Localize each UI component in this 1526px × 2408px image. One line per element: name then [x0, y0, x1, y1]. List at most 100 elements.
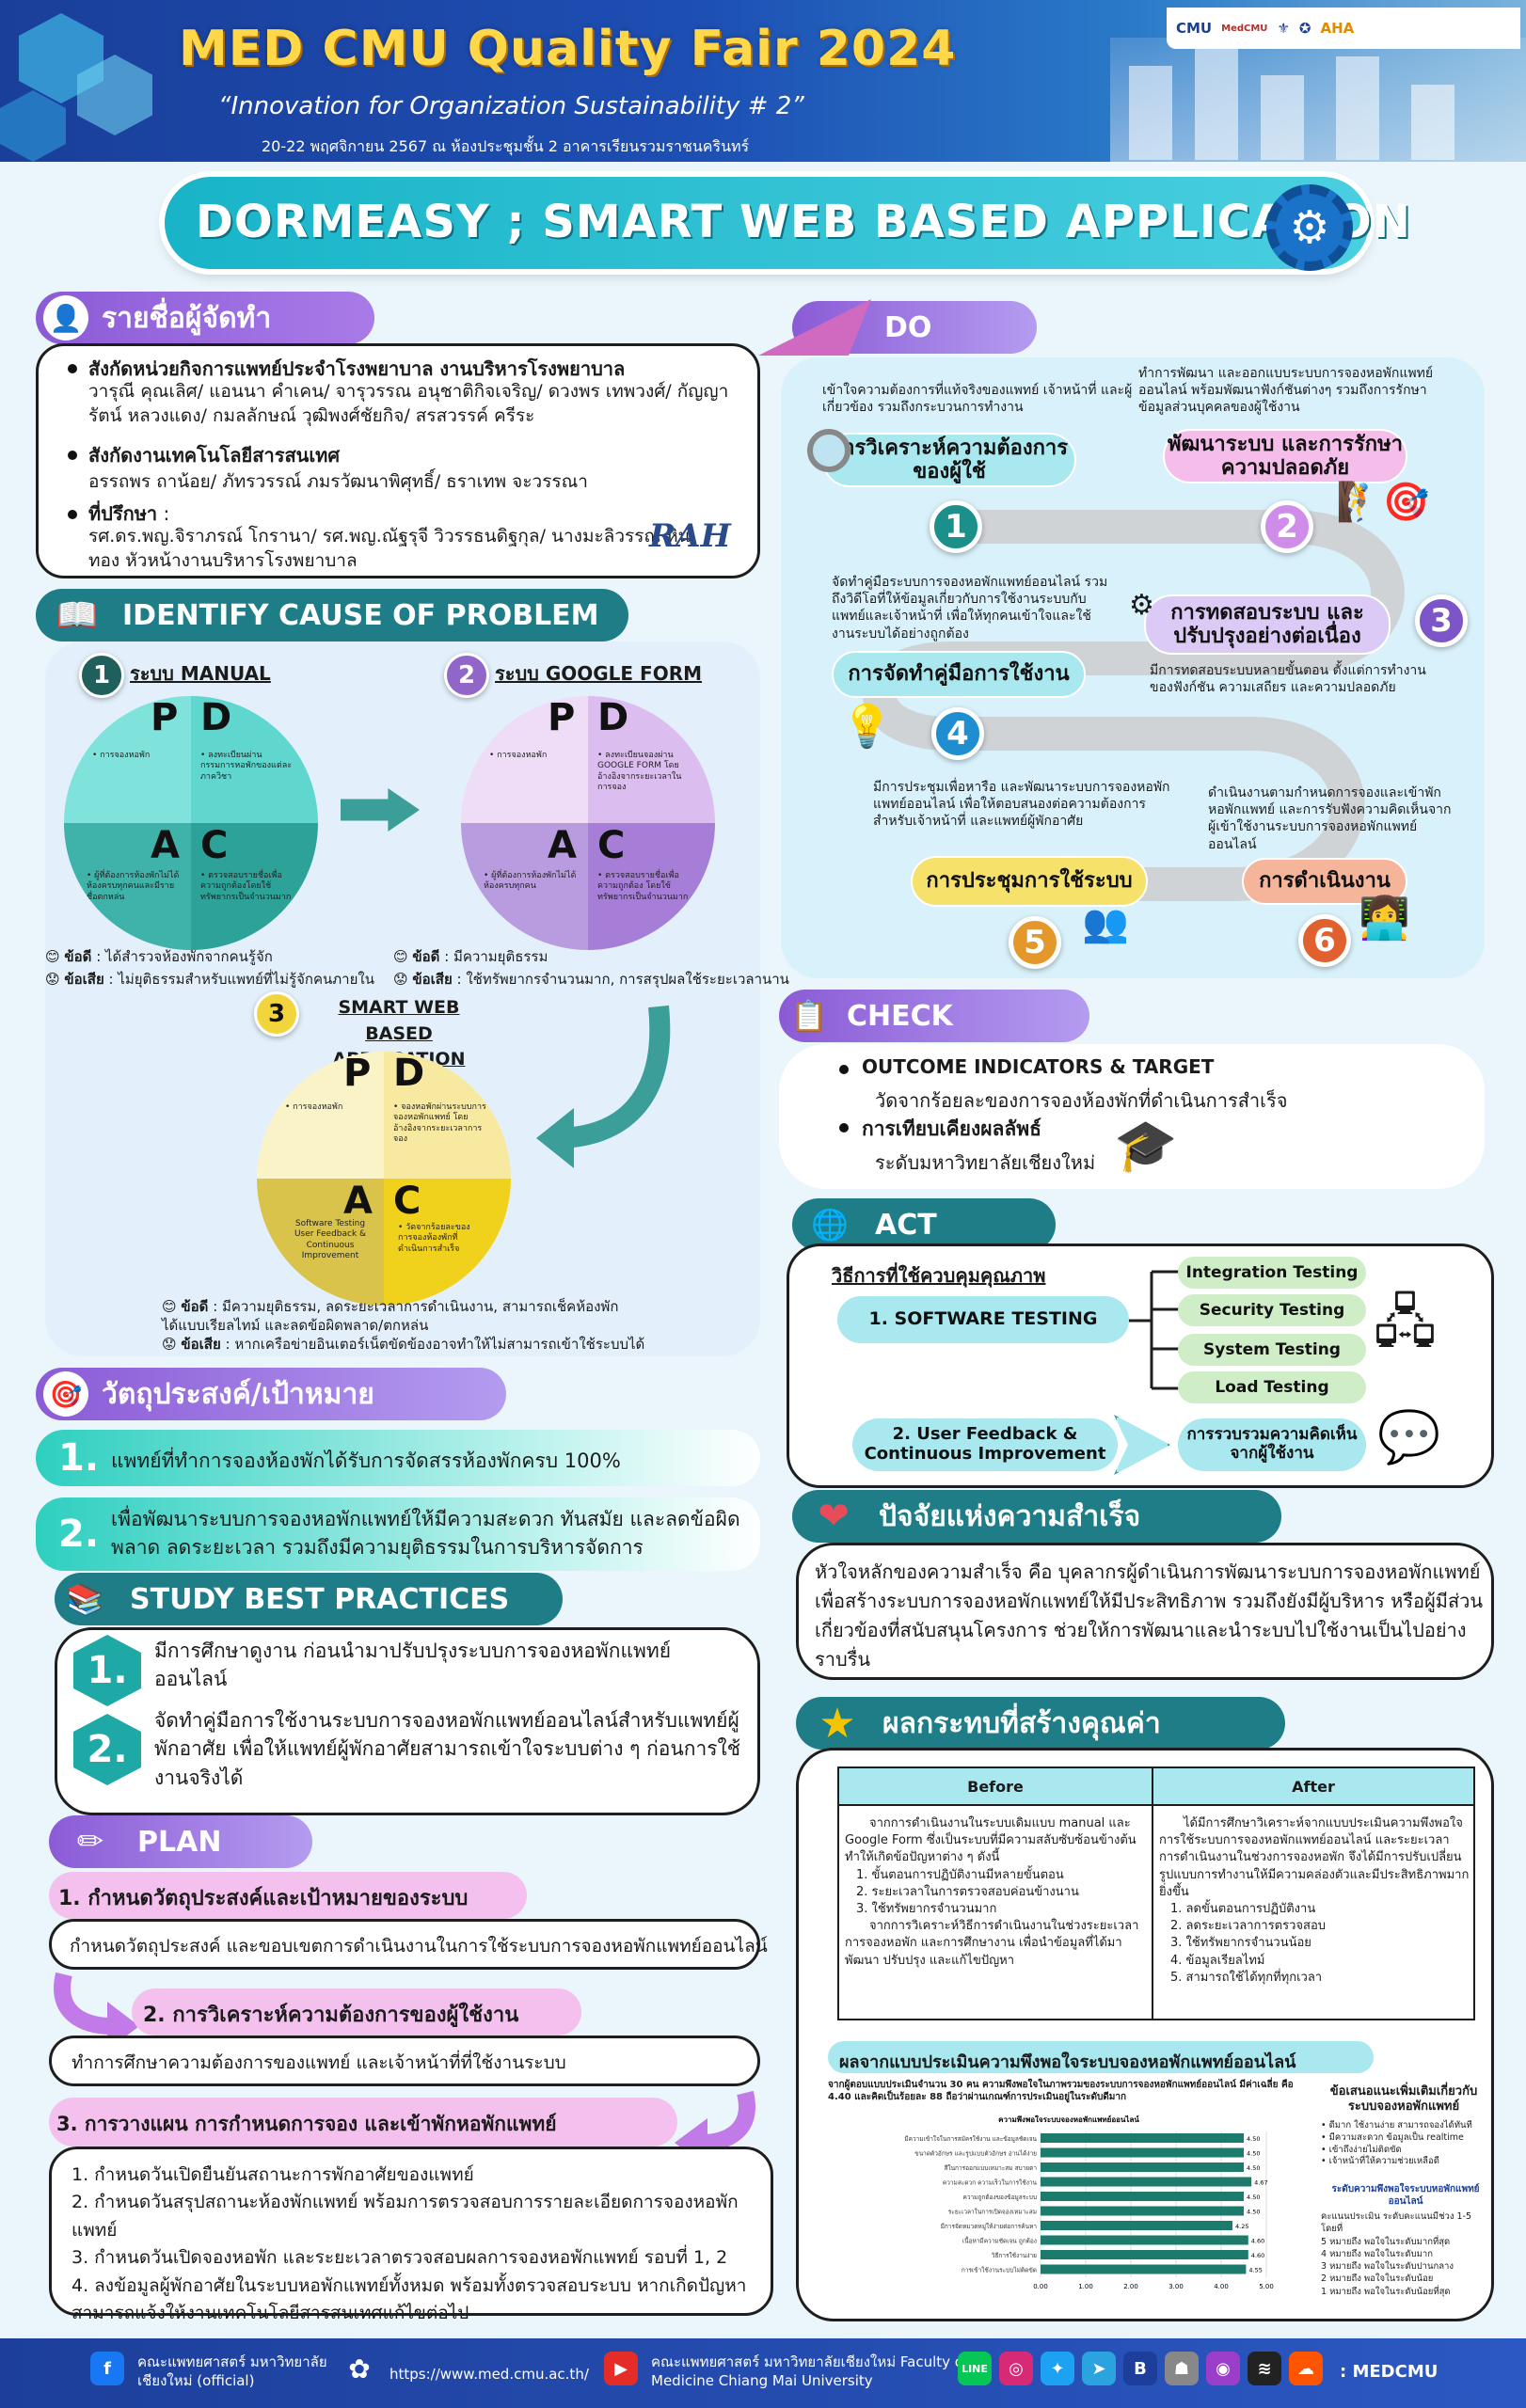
- tick-label: 4.00: [1214, 2283, 1229, 2290]
- category-label: สีในการออกแบบเหมาะสม สบายตา: [944, 2164, 1037, 2172]
- magnifier-icon: [807, 429, 850, 472]
- manual-plan-text: • การจองหอพัก: [92, 751, 151, 760]
- before-header: Before: [967, 1778, 1024, 1796]
- person-laptop-icon: 👩‍💻: [1359, 895, 1410, 943]
- curved-arrow-icon: [536, 1005, 671, 1168]
- tick-label: 3.00: [1168, 2283, 1184, 2290]
- list-item: 3 หมายถึง พอใจในระดับปานกลาง: [1321, 2261, 1454, 2273]
- survey-heading-pill: [828, 2041, 1374, 2073]
- instagram-icon[interactable]: ◎: [999, 2352, 1033, 2385]
- success-box: [796, 1543, 1494, 1680]
- do-step-3-desc: มีการทดสอบระบบหลายขั้นตอน ตั้งแต่การทำงา…: [1150, 663, 1426, 696]
- gform-pro: 😊 ข้อดี : มีความยุติธรรม: [393, 948, 548, 965]
- smart-check-text: • วัดจากร้อยละของการจองห้องพักที่ดำเนินก…: [398, 1223, 470, 1254]
- software-testing-pill: 1. SOFTWARE TESTING: [837, 1296, 1129, 1343]
- figure-icon[interactable]: ☗: [1165, 2352, 1199, 2385]
- gform-act-text: • ผู้ที่ต้องการห้องพักไม่ได้ห้องครบทุกคน: [484, 871, 577, 892]
- plan-step-1-pill: [49, 1872, 527, 1919]
- satisfaction-bar-chart: ความพึงพอใจระบบจองหอพักแพทย์ออนไลน์ 0.00…: [904, 2115, 1273, 2290]
- manual-pro: 😊 ข้อดี : ได้สำรวจห้องพักจากคนรู้จัก: [45, 948, 273, 965]
- list-item: 1 หมายถึง พอใจในระดับน้อยที่สุด: [1321, 2286, 1451, 2297]
- do-step-1-number: 1: [930, 500, 982, 553]
- system-2-title: ระบบ GOOGLE FORM: [495, 662, 703, 685]
- list-item: 1. กำหนดวันเปิดยืนยันสถานะการพักอาศัยของ…: [72, 2164, 474, 2185]
- youtube-icon[interactable]: ▶: [604, 2352, 638, 2385]
- gform-plan-text: • การจองหอพัก: [489, 751, 548, 760]
- do-step-1-desc: เข้าใจความต้องการที่แท้จริงของแพทย์ เจ้า…: [822, 383, 1133, 416]
- twitter-icon[interactable]: ✦: [1041, 2352, 1074, 2385]
- before-after-table: Before After จากการดำเนินงานในระบบเดิมแบ…: [837, 1766, 1475, 2020]
- suggest-list: • ดีมาก ใช้งานง่าย สามารถจองได้ทันที • ม…: [1321, 2120, 1490, 2168]
- facebook-icon[interactable]: f: [90, 2352, 124, 2385]
- study-item-1: มีการศึกษาดูงาน ก่อนนำมาปรับปรุงระบบการจ…: [154, 1640, 672, 1691]
- do-step-2-number: 2: [1261, 500, 1313, 553]
- gear-icon: ⚙: [1266, 184, 1353, 271]
- bar: [1041, 2147, 1244, 2158]
- do-step-6-number: 6: [1298, 914, 1351, 967]
- suggest-title: ข้อเสนอแนะเพิ่มเติมเกี่ยวกับระบบจองหอพัก…: [1329, 2084, 1478, 2115]
- bar: [1041, 2177, 1252, 2187]
- data-label: 4.60: [1251, 2238, 1264, 2245]
- podcast-icon[interactable]: ◉: [1206, 2352, 1240, 2385]
- bar: [1041, 2264, 1247, 2274]
- success-heading: ❤ ปัจจัยแห่งความสำเร็จ: [792, 1490, 1281, 1543]
- footer-url[interactable]: https://www.med.cmu.ac.th/: [389, 2366, 589, 2383]
- telegram-icon[interactable]: ➤: [1082, 2352, 1116, 2385]
- road-path: [863, 510, 1405, 901]
- person-icon: 👤: [43, 295, 88, 341]
- wifi-icon[interactable]: ≋: [1248, 2352, 1281, 2385]
- line-icon[interactable]: LINE: [958, 2352, 992, 2385]
- cmu-logo: CMU: [1176, 20, 1213, 37]
- building-photo: [1110, 38, 1526, 162]
- list-item: 4. ลงข้อมูลผู้พักอาศัยในระบบหอพักแพทย์ทั…: [72, 2274, 747, 2324]
- test-type-pill: System Testing: [1178, 1334, 1366, 1366]
- advisor-names: รศ.ดร.พญ.จิราภรณ์ โกรานา/ รศ.พญ.ณัฐรุจี …: [88, 526, 691, 571]
- list-item: 3. กำหนดวันเปิดจองหอพัก และระยะเวลาตรวจส…: [72, 2247, 728, 2269]
- check-indicator-text: วัดจากร้อยละของการจองห้องพักที่ดำเนินการ…: [875, 1089, 1288, 1112]
- do-step-5-number: 5: [1009, 916, 1061, 969]
- footer-handle[interactable]: : MEDCMU: [1340, 2362, 1439, 2382]
- study-item-2: จัดทำคู่มือการใช้งานระบบการจองหอพักแพทย์…: [154, 1709, 741, 1789]
- gform-do-text: • ลงทะเบียนจองผ่าน GOOGLE FORM โดยอ้างอิ…: [597, 751, 682, 792]
- authors-heading: 👤 รายชื่อผู้จัดทำ: [36, 292, 374, 344]
- manual-check-text: • ตรวจสอบรายชื่อเพื่อความถูกต้องโดยใช้ทร…: [200, 871, 292, 902]
- climbers-icon: 🧗🎯: [1336, 481, 1430, 524]
- after-header: After: [1292, 1778, 1335, 1796]
- bar: [1041, 2192, 1244, 2201]
- manual-do-text: • ลงทะเบียนผ่านกรรมการหอพักของแต่ละภาควิ…: [200, 751, 293, 782]
- do-step-6-desc: ดำเนินงานตามกำหนดการจองและเข้าพักหอพักแพ…: [1208, 785, 1452, 852]
- do-step-5-desc: มีการประชุมเพื่อหารือ และพัฒนาระบบการจอง…: [873, 780, 1170, 830]
- feedback-result-pill: การรวบรวมความคิดเห็นจากผู้ใช้งาน: [1178, 1418, 1366, 1471]
- data-label: 4.50: [1247, 2150, 1260, 2158]
- group-2-title: สังกัดงานเทคโนโลยีสารสนเทศ: [88, 444, 341, 467]
- soundcloud-icon[interactable]: ☁: [1289, 2352, 1323, 2385]
- data-label: 4.50: [1247, 2164, 1260, 2172]
- gform-con: 😟 ข้อเสีย : ใช้ทรัพยากรจำนวนมาก, การสรุป…: [393, 971, 789, 988]
- hexagon-decoration: [0, 90, 66, 162]
- smart-do-text: • จองหอพักผ่านระบบการจองหอพักแพทย์ โดยอ้…: [393, 1102, 486, 1144]
- advisor-title: ที่ปรึกษา: [88, 502, 158, 525]
- list-item: • ดีมาก ใช้งานง่าย สามารถจองได้ทันที: [1321, 2120, 1472, 2131]
- footer-facebook-text[interactable]: คณะแพทยศาสตร์ มหาวิทยาลัยเชียงใหม่ (offi…: [137, 2353, 327, 2389]
- plan-step-2-text: ทำการศึกษาความต้องการของแพทย์ และเจ้าหน้…: [72, 2052, 566, 2073]
- do-step-2-title: พัฒนาระบบ และการรักษาความปลอดภัย: [1163, 429, 1407, 483]
- benchmark-title: การเทียบเคียงผลลัพธ์: [862, 1117, 1041, 1140]
- category-label: มีความเข้าใจในการสมัครใช้งาน และข้อมูลชั…: [904, 2135, 1037, 2143]
- list-item: • มีความสะดวก ข้อมูลเป็น realtime: [1321, 2131, 1464, 2143]
- logo-strip: CMU MedCMU ⚜ ✪ AHA: [1167, 8, 1520, 49]
- system-2-number: 2: [444, 653, 489, 698]
- list-item: 5 หมายถึง พอใจในระดับมากที่สุด: [1321, 2236, 1451, 2247]
- signature: RAH: [649, 517, 731, 555]
- footer-youtube-text[interactable]: คณะแพทยศาสตร์ มหาวิทยาลัยเชียงใหม่ Facul…: [651, 2353, 969, 2389]
- blockdit-icon[interactable]: B: [1123, 2352, 1157, 2385]
- medcmu-logo-icon: ✿: [348, 2353, 371, 2384]
- system-1-number: 1: [79, 653, 124, 698]
- act-heading: 🌐 ACT: [792, 1198, 1056, 1251]
- data-label: 4.55: [1248, 2267, 1262, 2274]
- lightbulb-book-icon: 💡: [841, 703, 893, 751]
- bar: [1041, 2162, 1244, 2172]
- manual-act-text: • ผู้ที่ต้องการห้องพักไม่ได้ห้องครบทุกคน…: [87, 871, 180, 902]
- impact-heading: ★ ผลกระทบที่สร้างคุณค่า: [796, 1697, 1285, 1750]
- bar: [1041, 2235, 1248, 2245]
